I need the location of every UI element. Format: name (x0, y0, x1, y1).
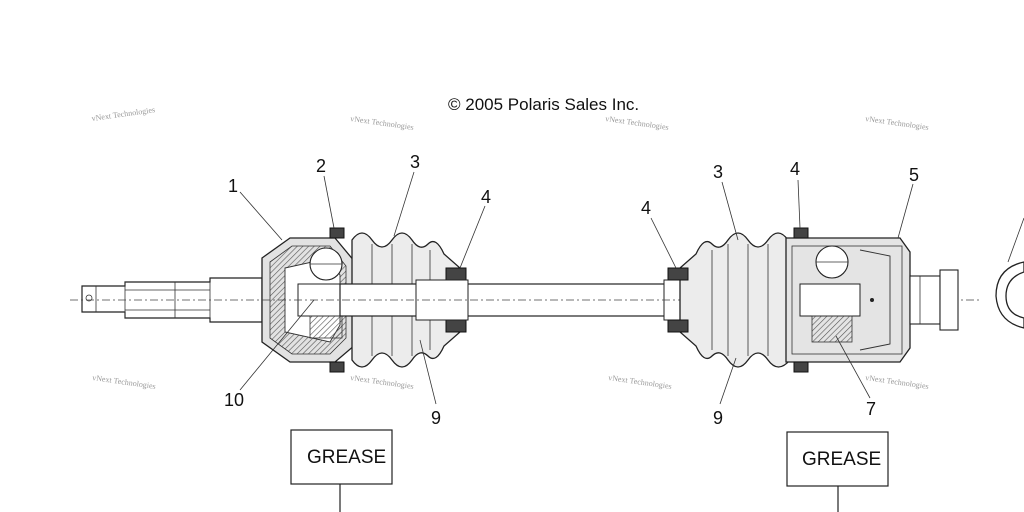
left-cv-housing (261, 227, 356, 373)
watermark: vNext Technologies (350, 114, 415, 132)
right-cv-housing (785, 227, 911, 373)
watermark: vNext Technologies (865, 114, 930, 132)
callout-4: 4 (790, 159, 800, 179)
leader-lines (239, 171, 914, 405)
watermark: vNext Technologies (91, 105, 156, 123)
watermark: vNext Technologies (350, 373, 415, 391)
callout-7: 7 (866, 399, 876, 419)
grease-label-right: GREASE (786, 431, 889, 512)
right-boot (667, 232, 791, 368)
callout-4: 4 (481, 187, 491, 207)
right-stub-shaft (909, 269, 959, 331)
watermark: vNext Technologies (92, 373, 157, 391)
grease-text: GREASE (802, 449, 881, 470)
snap-ring (995, 261, 1024, 329)
snap-ring-leader (1007, 217, 1024, 263)
grease-label-left: GREASE (290, 429, 393, 512)
copyright-text: © 2005 Polaris Sales Inc. (448, 95, 639, 114)
grease-text: GREASE (307, 447, 386, 468)
callout-9: 9 (431, 408, 441, 428)
callout-10: 10 (224, 390, 244, 410)
callout-numbers: 1 2 3 4 4 3 4 5 10 9 9 7 (224, 152, 919, 428)
callout-1: 1 (228, 176, 238, 196)
watermark: vNext Technologies (865, 373, 930, 391)
watermark: vNext Technologies (605, 114, 670, 132)
callout-3: 3 (410, 152, 420, 172)
callout-4: 4 (641, 198, 651, 218)
watermark: vNext Technologies (608, 373, 673, 391)
callout-5: 5 (909, 165, 919, 185)
callout-2: 2 (316, 156, 326, 176)
callout-3: 3 (713, 162, 723, 182)
callout-9: 9 (713, 408, 723, 428)
